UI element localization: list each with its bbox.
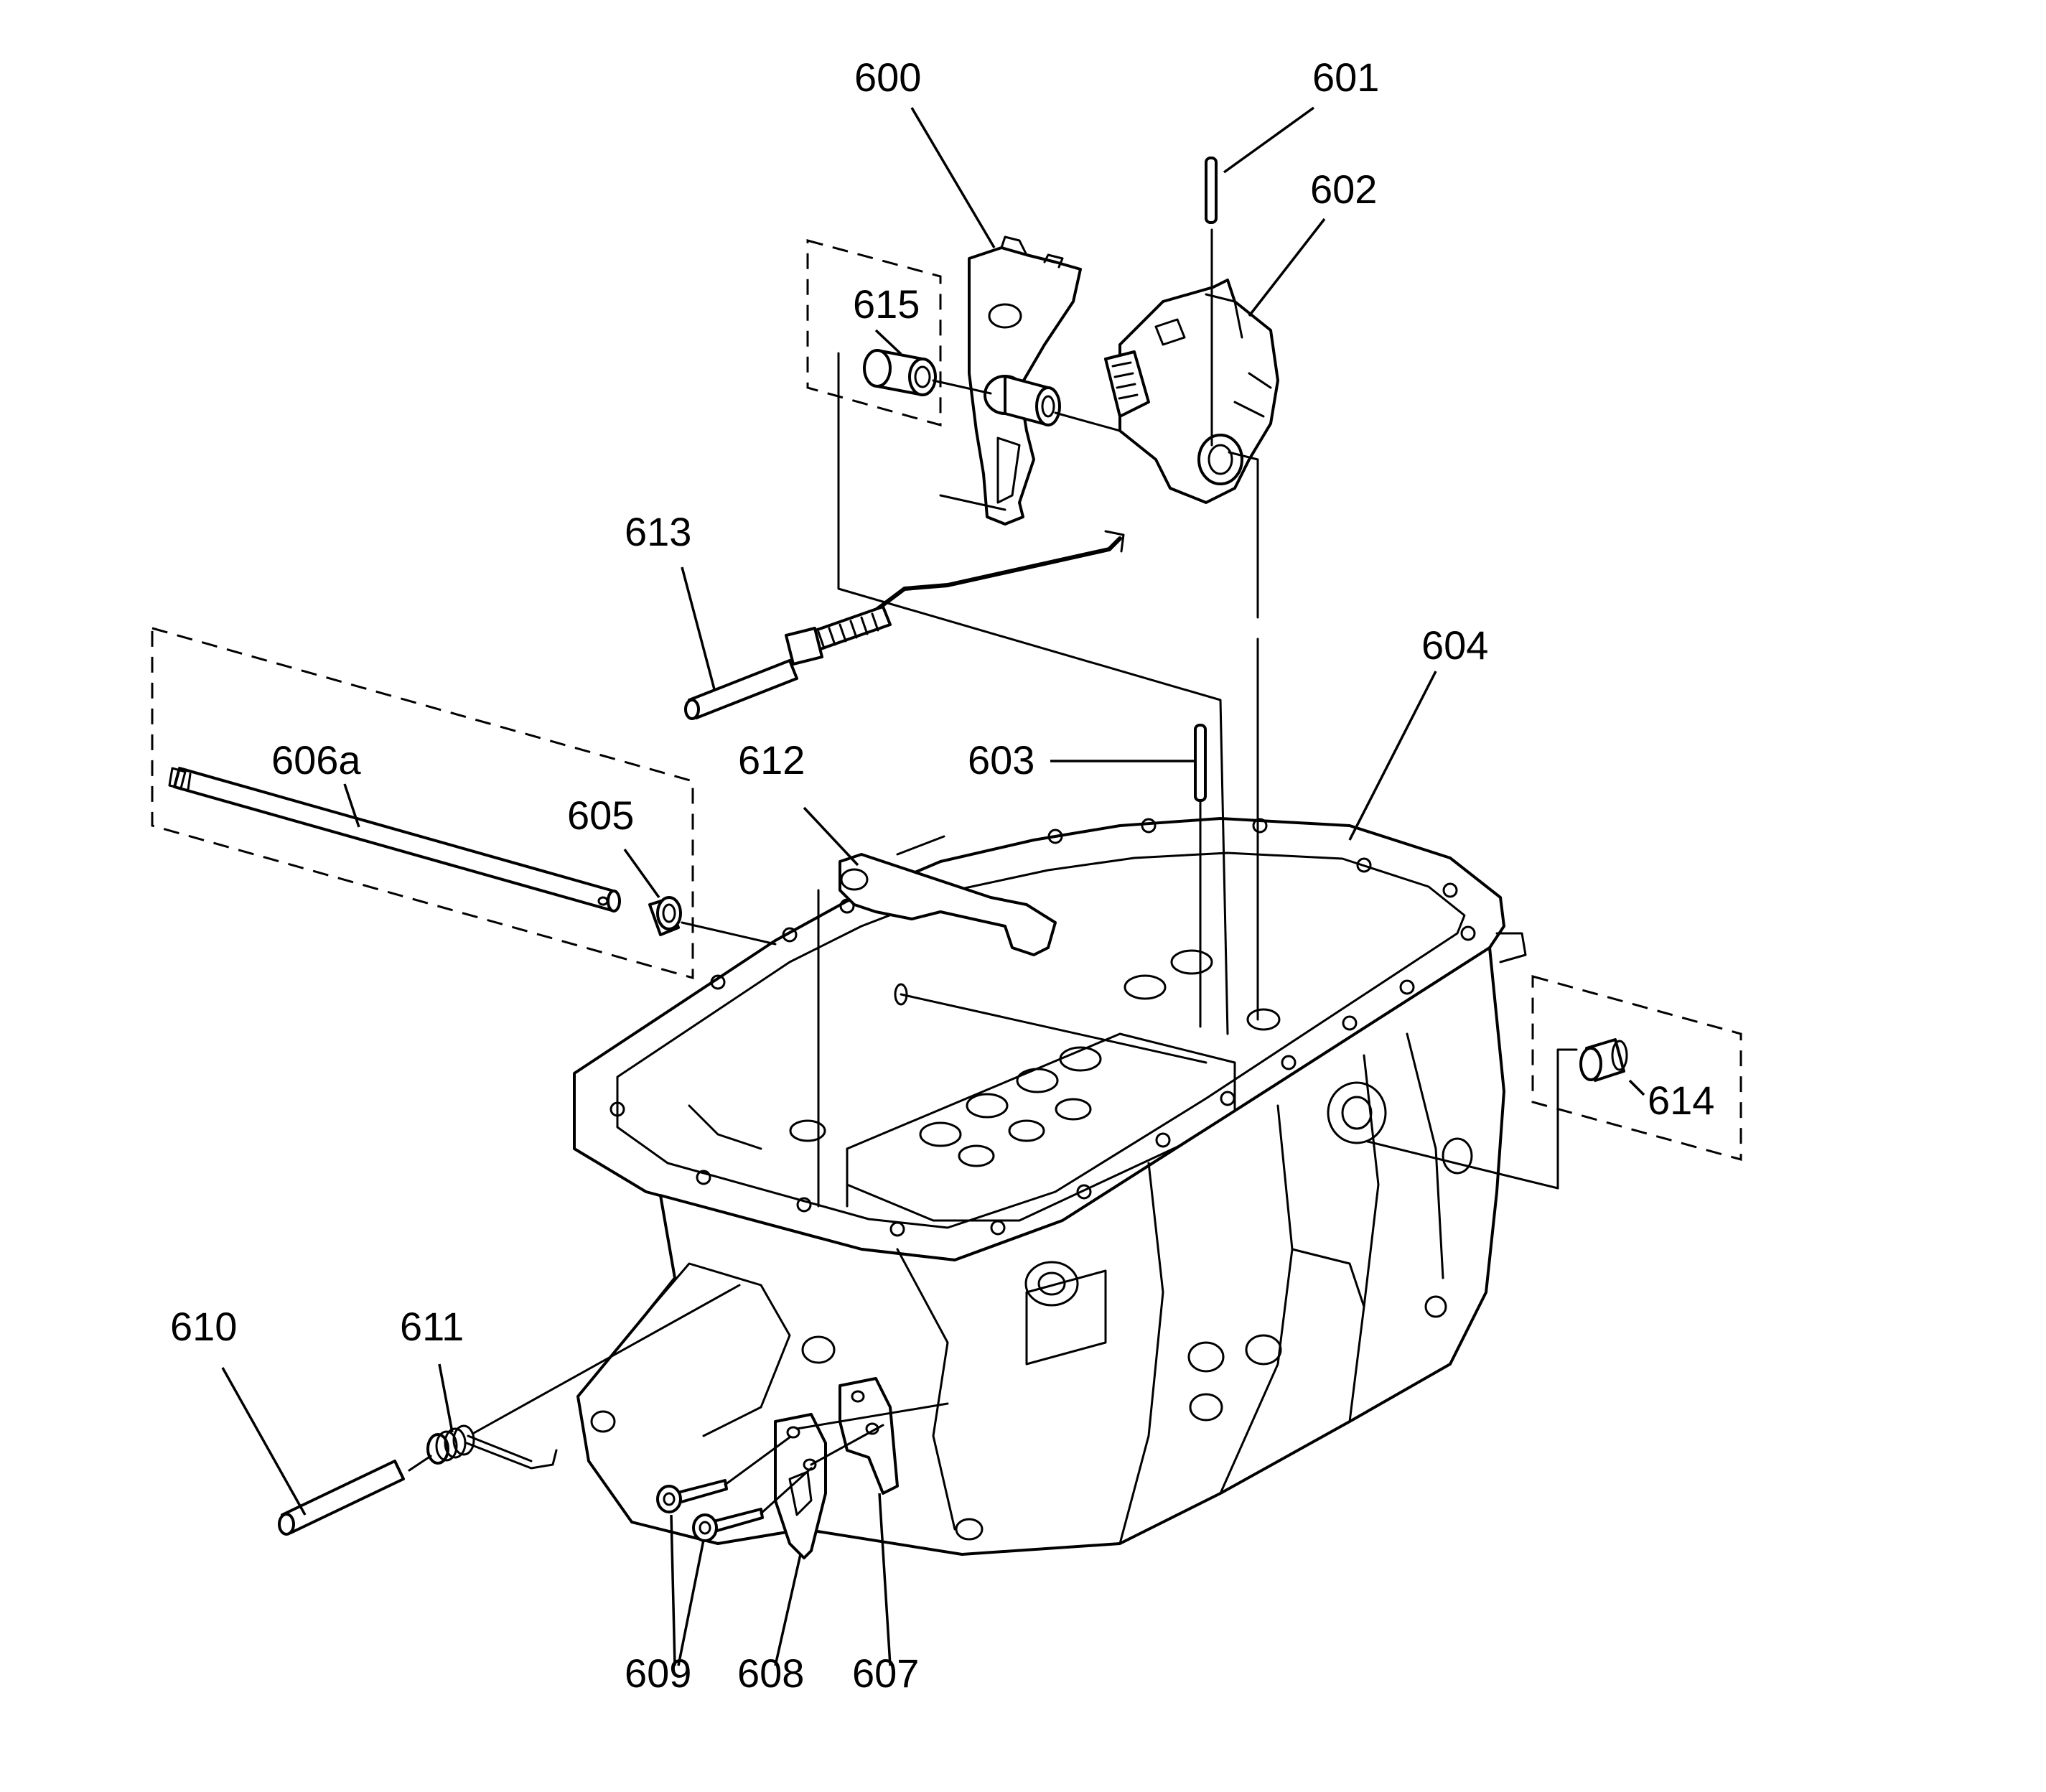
group-box-615 [806,239,942,426]
callout-614: 614 [1648,1078,1714,1123]
part-609-bolts [656,1479,764,1542]
assembly-centerlines [408,228,1578,1515]
group-box-614 [1531,975,1742,1161]
callout-600: 600 [854,55,921,100]
callout-603: 603 [968,737,1034,783]
transmission-case [573,817,1527,1556]
callout-606a: 606a [271,737,361,783]
callout-609: 609 [625,1651,691,1696]
group-box-606a-605 [151,627,694,979]
part-613-actuator-rod [684,530,1125,720]
part-611-spring [426,1424,558,1470]
part-605-seal [648,896,682,936]
part-614-bushing [1579,1038,1628,1082]
callout-602: 602 [1310,167,1377,212]
leader-lines [221,106,1645,1666]
callout-604: 604 [1421,622,1488,668]
part-601-roll-pin [1205,157,1218,224]
part-608-bracket [774,1413,827,1559]
callout-610: 610 [170,1304,237,1349]
callout-601: 601 [1312,55,1379,100]
callout-612: 612 [738,737,805,783]
part-600-detent-lever [968,235,1082,526]
part-603-pin [1194,724,1207,802]
callout-608: 608 [737,1651,804,1696]
callout-613: 613 [625,509,691,554]
callout-607: 607 [852,1651,919,1696]
callout-605: 605 [567,793,634,838]
callout-611: 611 [400,1304,464,1349]
part-615-bushing [863,349,937,396]
part-612-detent-spring [839,853,1057,956]
callout-615: 615 [853,281,920,327]
part-602-range-switch [1104,279,1279,504]
valve-body-bosses [789,949,1281,1167]
case-bolt-holes [609,818,1476,1237]
part-606a-manual-shaft [168,767,621,913]
callout-labels: 600 601 602 615 613 604 606a 612 603 605… [170,55,1714,1696]
part-610-pin [278,1460,405,1536]
